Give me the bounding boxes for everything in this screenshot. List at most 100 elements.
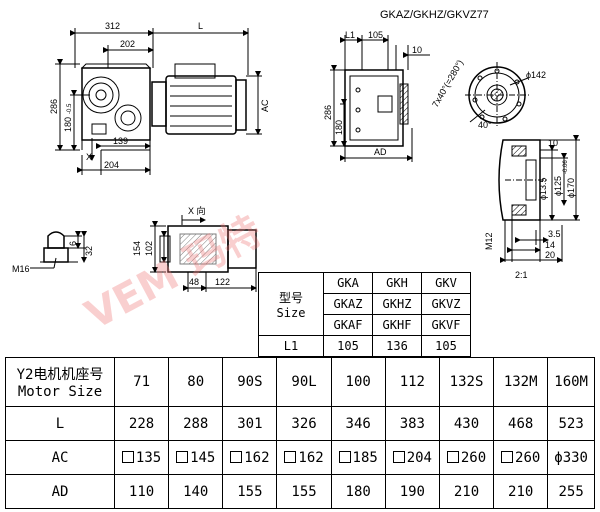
table-cell: 155: [222, 474, 278, 509]
size-cell: GKVZ: [421, 293, 471, 315]
dim-3-5: 3.5: [548, 229, 561, 239]
motor-header-cn: Y2电机机座号: [16, 367, 104, 383]
dim-M12: M12: [484, 232, 494, 250]
table-cell: 430: [438, 406, 495, 441]
motor-size-cell: 90L: [276, 357, 332, 407]
section-detail-view: [498, 135, 580, 263]
dim-phi142: ϕ142: [526, 70, 546, 80]
table-cell: 523: [547, 406, 595, 441]
dim-286: 286: [49, 99, 59, 114]
dim-M16: M16: [12, 264, 30, 274]
table-cell: 288: [168, 406, 224, 441]
table-row-L: L 228 288 301 326 346 383 430 468 523: [5, 406, 595, 441]
dim-122: 122: [215, 277, 230, 287]
dim-105: 105: [368, 30, 383, 40]
size-table: 型号 Size GKA GKH GKV GKAZ GKHZ GKVZ GKAF …: [258, 272, 471, 357]
dim-180: 180: [63, 117, 73, 132]
dim-202: 202: [120, 39, 135, 49]
dim-14: 14: [545, 240, 555, 250]
dim-X-view: X 向: [188, 205, 206, 216]
plug-detail-view: [30, 231, 87, 269]
dim-312: 312: [105, 21, 120, 31]
dim-10-detail: 10: [548, 138, 558, 148]
table-cell: 326: [276, 406, 332, 441]
size-cell: GKH: [372, 272, 422, 294]
size-cell: GKA: [323, 272, 373, 294]
dim-6: 6: [68, 241, 78, 246]
dim-AD: AD: [374, 147, 387, 157]
table-cell: 162: [222, 440, 278, 475]
square-icon: [176, 450, 189, 463]
table-cell: 180: [330, 474, 386, 509]
table-cell: 135: [113, 440, 170, 475]
motor-size-cell: 132M: [493, 357, 549, 407]
dim-102: 102: [144, 241, 154, 256]
dim-phi170: ϕ170: [566, 178, 576, 198]
motor-size-cell: 132S: [438, 357, 495, 407]
table-cell: 346: [330, 406, 386, 441]
dim-10-top: 10: [412, 45, 422, 55]
table-cell: 190: [384, 474, 440, 509]
cell-value: 162: [244, 449, 270, 466]
l1-value: 105: [421, 335, 471, 357]
dim-phi125-tol: -0.06: [563, 160, 569, 174]
motor-header-cell: Y2电机机座号 Motor Size: [5, 357, 115, 407]
table-cell: 260: [438, 440, 495, 475]
table-cell: 145: [168, 440, 224, 475]
dim-phi13-5: ϕ13.5: [538, 177, 548, 200]
square-icon: [392, 450, 405, 463]
l1-label: L1: [258, 335, 324, 357]
size-cell: GKHZ: [372, 293, 422, 315]
motor-size-cell: 100: [330, 357, 386, 407]
motor-size-cell: 71: [113, 357, 170, 407]
motor-size-cell: 112: [384, 357, 440, 407]
dim-phi125: ϕ125: [553, 176, 563, 196]
dim-180-tol: -0.5: [67, 103, 73, 114]
size-cell: GKHF: [372, 314, 422, 336]
scale-2-1: 2:1: [515, 270, 528, 280]
cell-value: 204: [406, 449, 432, 466]
cell-value: 260: [460, 449, 487, 466]
motor-header-row: Y2电机机座号 Motor Size 71 80 90S 90L 100 112…: [5, 357, 595, 407]
size-header-cell: 型号 Size: [258, 272, 324, 336]
cell-value: ϕ330: [554, 449, 588, 466]
dim-154: 154: [132, 241, 142, 256]
dim-40deg: 40°: [478, 120, 492, 130]
dim-180-side: 180: [334, 120, 344, 135]
motor-header-en: Motor Size: [17, 384, 103, 400]
dim-204: 204: [104, 160, 119, 170]
l1-value: 105: [323, 335, 373, 357]
square-icon: [230, 450, 243, 463]
cell-value: 145: [190, 449, 216, 466]
square-icon: [338, 450, 351, 463]
cell-value: 162: [298, 449, 324, 466]
dim-48: 48: [189, 277, 199, 287]
dim-286-side: 286: [323, 105, 333, 120]
size-cell: GKAZ: [323, 293, 373, 315]
dim-L1: L1: [345, 30, 355, 40]
flange-view: [465, 62, 530, 128]
dim-X: X: [86, 152, 92, 162]
side-view: [330, 35, 430, 162]
dim-angle: 7x40°(=280°): [430, 58, 465, 109]
square-icon: [121, 450, 134, 463]
row-label: AC: [5, 440, 115, 475]
x-direction-view: [150, 215, 257, 292]
size-header-cn: 型号: [278, 290, 303, 305]
table-cell: 383: [384, 406, 440, 441]
table-cell: 468: [493, 406, 549, 441]
table-cell: 185: [330, 440, 386, 475]
table-cell: 255: [547, 474, 595, 509]
table-cell: 228: [113, 406, 170, 441]
l1-value: 136: [372, 335, 422, 357]
table-cell: 162: [276, 440, 332, 475]
dim-20: 20: [545, 250, 555, 260]
size-header-en: Size: [276, 305, 306, 320]
main-front-view: [55, 28, 262, 175]
cell-value: 135: [135, 449, 162, 466]
square-icon: [446, 450, 459, 463]
table-cell: 140: [168, 474, 224, 509]
motor-size-cell: 160M: [547, 357, 595, 407]
